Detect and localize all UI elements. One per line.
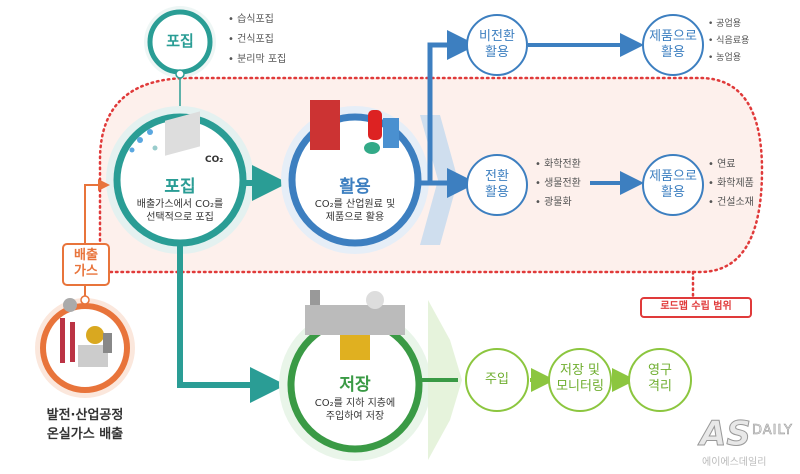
conversion-circle [466,154,528,216]
label-line: 발전·산업공정 [46,408,124,423]
list-item: 화학전환 [535,155,581,174]
desc-line: 주입하여 저장 [325,410,385,422]
storage-title: 저장 [339,375,371,395]
label-line: 활용 [661,45,685,61]
label-line: 전환 [485,169,509,184]
label-line: 저장 및 [559,363,600,378]
list-item: 건설소재 [708,193,754,212]
label-line: 온실가스 배출 [46,426,124,442]
list-item: 공업용 [708,16,749,33]
utilization-products-icon [310,100,399,154]
list-item: 광물화 [535,193,581,212]
label-line: 활용 [485,185,509,201]
conversion-list: 화학전환 생물전환 광물화 [535,155,581,212]
factory-icon [60,298,112,367]
label-line: 활용 [661,185,685,201]
product-top-circle [642,14,704,76]
co2-label: CO₂ [205,155,224,165]
watermark-logo: AS [700,414,752,455]
list-item: 식음료용 [708,33,749,50]
list-item: 건식포집 [228,30,286,50]
list-item: 농업용 [708,50,749,67]
watermark-brand: DAILY [752,423,793,439]
label-line: 제품으로 [649,169,697,184]
list-item: 연료 [708,155,754,174]
roadmap-scope-label: 로드맵 수립 범위 [640,297,752,318]
product-mid-circle [642,154,704,216]
capture-methods-list: 습식포집 건식포집 분리막 포집 [228,10,286,70]
label-line: 가스 [74,264,98,280]
label-line: 제품으로 [649,29,697,44]
label-line: 격리 [648,379,672,395]
storage-platform-icon [305,290,405,360]
watermark: AS DAILY 에이에스데일리 [700,414,800,474]
capture-small-title: 포집 [166,32,194,50]
list-item: 분리막 포집 [228,50,286,70]
label-line: 모니터링 [556,379,604,395]
label-line: 활용 [485,45,509,61]
list-item: 화학제품 [708,174,754,193]
desc-line: 제품으로 활용 [325,211,385,223]
label-line: 배출 [74,248,98,263]
product-top-list: 공업용 식음료용 농업용 [708,16,749,67]
product-mid-list: 연료 화학제품 건설소재 [708,155,754,212]
desc-line: CO₂를 지하 지층에 [314,398,396,409]
isolation-circle [628,348,692,412]
utilization-title: 활용 [339,177,371,197]
list-item: 습식포집 [228,10,286,30]
watermark-sub: 에이에스데일리 [702,457,767,468]
label-line: 영구 [648,363,672,378]
capture-filter-icon [129,111,200,156]
capture-title: 포집 [164,177,196,197]
injection-circle [465,348,529,412]
monitoring-circle [548,348,612,412]
label-line: 비전환 [479,29,515,44]
desc-line: 선택적으로 포집 [146,211,214,223]
desc-line: CO₂를 산업원료 및 [314,199,396,210]
desc-line: 배출가스에서 CO₂를 [136,199,224,210]
injection-label: 주입 [485,372,509,387]
non-conversion-circle [466,14,528,76]
list-item: 생물전환 [535,174,581,193]
